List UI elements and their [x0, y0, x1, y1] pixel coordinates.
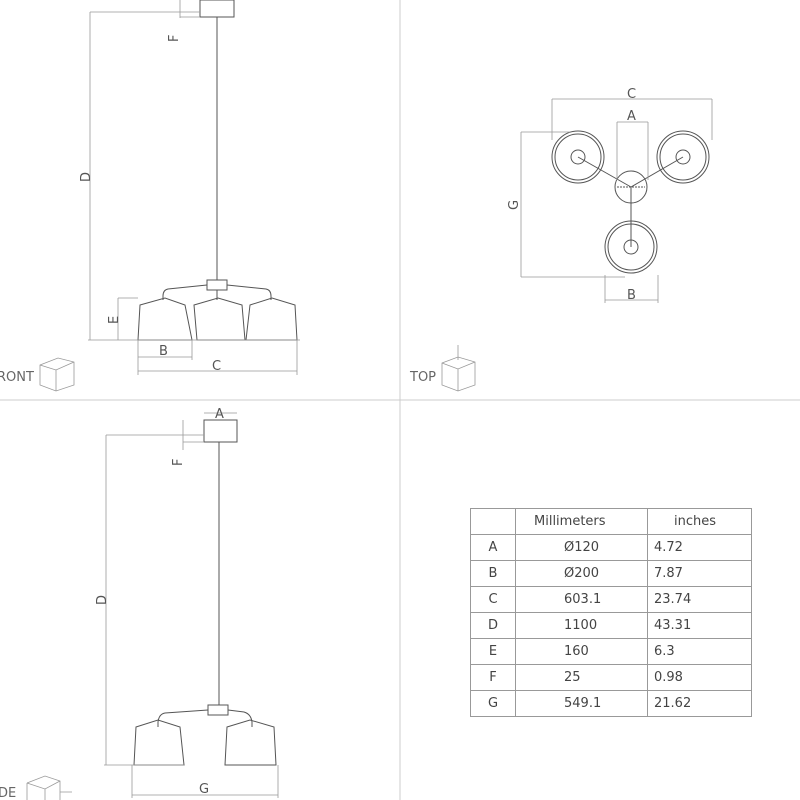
arms	[157, 709, 253, 727]
shade-right	[224, 719, 277, 766]
dimension-lines-lower	[117, 297, 298, 375]
arm-right	[630, 156, 684, 188]
top-cube-icon	[441, 345, 476, 392]
dim-label-b: B	[159, 344, 168, 359]
shade-top-left	[551, 130, 605, 184]
shade-rim	[554, 133, 602, 181]
shade-rim	[659, 133, 707, 181]
header-millimeters: Millimeters	[515, 508, 648, 535]
shade-center	[193, 297, 246, 341]
dim-label-a: A	[215, 407, 224, 422]
socket	[623, 239, 639, 255]
hub	[207, 704, 229, 716]
shade-rim	[607, 223, 655, 271]
side-view: A F D G DE	[0, 407, 279, 800]
row-key: E	[470, 638, 516, 665]
row-mm: 603.1	[515, 586, 648, 613]
dimension-lines	[104, 412, 279, 798]
dim-label-c: C	[627, 87, 636, 102]
dim-label-g: G	[199, 782, 209, 797]
dim-label-e: E	[107, 316, 122, 324]
row-in: 43.31	[647, 612, 752, 639]
shade-right	[245, 297, 298, 341]
row-in: 4.72	[647, 534, 752, 561]
socket	[570, 149, 586, 165]
row-key: D	[470, 612, 516, 639]
hub	[206, 279, 228, 291]
row-in: 6.3	[647, 638, 752, 665]
row-key: G	[470, 690, 516, 717]
ceiling-canopy	[199, 0, 235, 18]
dim-label-f: F	[167, 35, 182, 42]
dim-label-f: F	[171, 459, 186, 466]
shade-top-bottom	[604, 220, 658, 274]
header-key	[470, 508, 516, 535]
shade-top-right	[656, 130, 710, 184]
shade-left	[137, 297, 193, 341]
header-inches: inches	[647, 508, 752, 535]
dim-label-d: D	[95, 595, 110, 605]
row-in: 0.98	[647, 664, 752, 691]
dimension-lines	[520, 98, 713, 303]
dim-label-c: C	[212, 359, 221, 374]
dimension-lines	[88, 0, 300, 341]
arm-left	[577, 156, 632, 188]
front-cube-icon	[39, 357, 75, 392]
row-in: 23.74	[647, 586, 752, 613]
row-key: F	[470, 664, 516, 691]
top-view: C A G B TOP	[409, 87, 713, 392]
side-cube-icon	[26, 775, 72, 800]
row-mm: 549.1	[515, 690, 648, 717]
socket	[675, 149, 691, 165]
row-mm: 25	[515, 664, 648, 691]
view-label-side: DE	[0, 786, 16, 800]
row-key: C	[470, 586, 516, 613]
dim-label-b: B	[627, 288, 636, 303]
row-mm: Ø200	[515, 560, 648, 587]
arms	[162, 284, 272, 300]
dim-label-d: D	[79, 172, 94, 182]
hub-top	[614, 170, 648, 204]
dim-label-a: A	[627, 109, 636, 124]
row-mm: Ø120	[515, 534, 648, 561]
view-label-top: TOP	[409, 370, 436, 385]
row-mm: 160	[515, 638, 648, 665]
front-view: F D E B C RONT	[0, 0, 300, 392]
row-mm: 1100	[515, 612, 648, 639]
dim-label-g: G	[507, 200, 522, 210]
ceiling-canopy	[203, 419, 238, 443]
table-header-row: Millimeters inches	[470, 508, 752, 535]
row-in: 21.62	[647, 690, 752, 717]
shade-left	[133, 719, 185, 766]
row-key: A	[470, 534, 516, 561]
row-in: 7.87	[647, 560, 752, 587]
row-key: B	[470, 560, 516, 587]
view-label-front: RONT	[0, 370, 34, 385]
